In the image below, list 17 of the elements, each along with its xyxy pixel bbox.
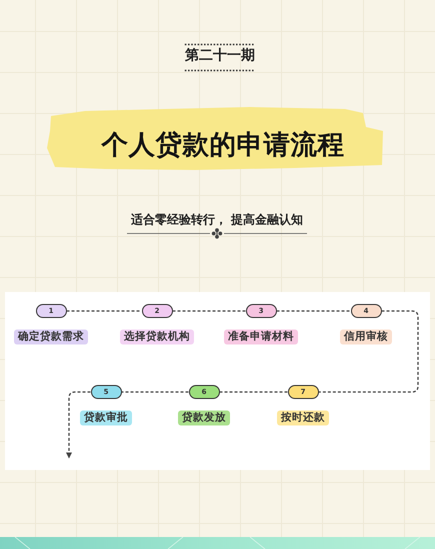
dashed-connector	[172, 310, 246, 312]
dashed-connector	[66, 310, 142, 312]
step-label: 确定贷款需求	[14, 330, 88, 344]
step-label: 准备申请材料	[224, 330, 298, 344]
title: 个人贷款的申请流程	[102, 130, 344, 160]
step-label: 贷款发放	[178, 410, 230, 426]
dashed-connector	[220, 391, 288, 393]
dashed-arrow	[66, 391, 90, 458]
step-label: 按时还款	[277, 410, 329, 426]
subtitle: 适合零经验转行， 提高金融认知	[130, 213, 304, 227]
dashed-connector	[318, 310, 419, 393]
step-label: 信用审核	[340, 330, 392, 344]
dashed-connector	[122, 391, 188, 393]
issue-heading: 第二十一期	[185, 48, 255, 64]
step-label: 选择贷款机构	[120, 330, 194, 344]
step-label: 贷款审批	[80, 410, 132, 426]
dashed-connector	[276, 310, 350, 312]
